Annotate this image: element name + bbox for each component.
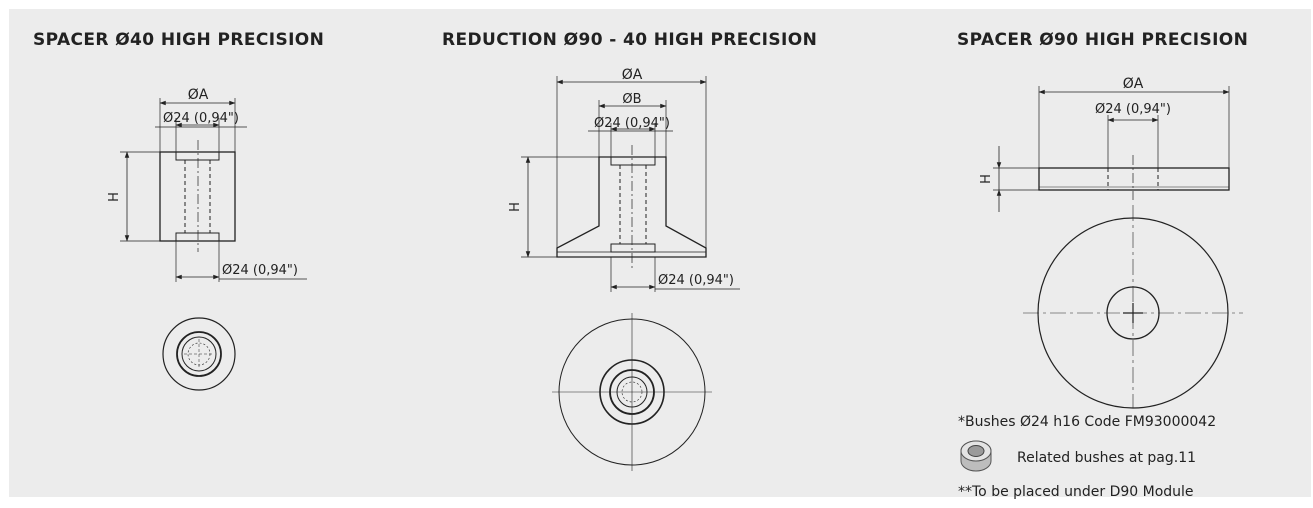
spacer90-drawing [993, 86, 1243, 409]
title-reduction: REDUCTION Ø90 - 40 HIGH PRECISION [442, 30, 818, 50]
spacer90-labels: ØA Ø24 (0,94") H [979, 76, 1171, 184]
reduction-dim-a: ØA [622, 67, 643, 83]
spacer90-dim-bore: Ø24 (0,94") [1095, 102, 1171, 117]
reduction-body [556, 156, 707, 258]
spacer40-body [159, 151, 236, 242]
spacer40-bush-bottom [175, 232, 220, 242]
reduction-bush-top [610, 156, 656, 166]
spacer40-dim-bore-bottom: Ø24 (0,94") [222, 263, 298, 278]
note-placement: **To be placed under D90 Module [958, 484, 1194, 500]
reduction-dim-h: H [508, 202, 523, 212]
spacer40-dim-bore-top: Ø24 (0,94") [163, 111, 239, 126]
reduction-dim-bore-bottom: Ø24 (0,94") [658, 273, 734, 288]
spacer90-dim-h: H [979, 174, 994, 184]
reduction-bush-bottom [610, 243, 656, 253]
reduction-dim-b: ØB [622, 92, 641, 107]
spacer90-dim-a: ØA [1123, 76, 1144, 92]
spacer40-dim-h: H [107, 192, 122, 202]
spacer90-body [1038, 167, 1230, 191]
title-spacer40: SPACER Ø40 HIGH PRECISION [33, 30, 325, 50]
spacer40-drawing [120, 98, 307, 391]
spacer40-labels: ØA Ø24 (0,94") H Ø24 (0,94") [107, 87, 298, 278]
reduction-drawing [521, 76, 740, 471]
bush-icon [960, 440, 992, 472]
spacer40-dim-a: ØA [188, 87, 209, 103]
note-related-bushes: Related bushes at pag.11 [1017, 450, 1197, 466]
spacer40-bush-top [175, 151, 220, 161]
title-spacer90: SPACER Ø90 HIGH PRECISION [957, 30, 1249, 50]
reduction-dim-bore-top: Ø24 (0,94") [594, 116, 670, 131]
note-bushes-code: *Bushes Ø24 h16 Code FM93000042 [958, 414, 1217, 430]
reduction-labels: ØA ØB Ø24 (0,94") H Ø24 (0,94") [508, 67, 734, 288]
